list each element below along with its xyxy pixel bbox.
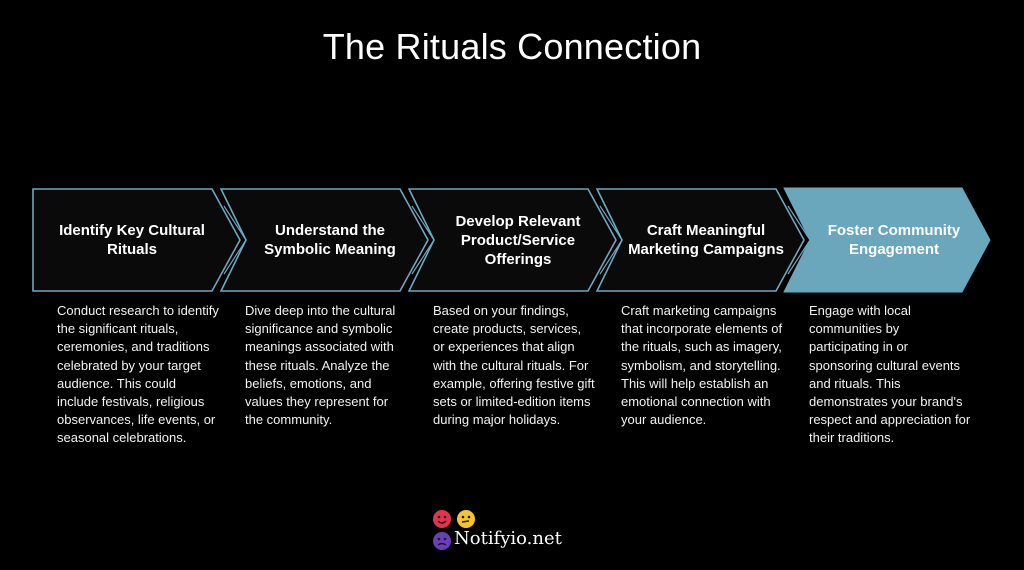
- step-2-description: Dive deep into the cultural significance…: [245, 303, 396, 428]
- step-2-label: Understand the Symbolic Meaning: [264, 222, 396, 258]
- step-5-chevron: Foster Community Engagement: [783, 187, 994, 293]
- emoji-faces-icon: [433, 510, 475, 550]
- step-4-label: Craft Meaningful Marketing Campaigns: [628, 222, 784, 258]
- step-5-label: Foster Community Engagement: [827, 222, 961, 258]
- step-5-description: Engage with local communities by partici…: [809, 303, 971, 446]
- step-1-chevron: Identify Key Cultural Rituals: [32, 188, 247, 292]
- chevron-shape: [595, 188, 811, 292]
- step-3-chevron: Develop Relevant Product/Service Offerin…: [407, 188, 623, 292]
- brand-name: Notifyio.net: [454, 528, 562, 549]
- brand-logo: Notifyio.net: [430, 508, 570, 552]
- step-1-label: Identify Key Cultural Rituals: [59, 222, 205, 258]
- step-4-description: Craft marketing campaigns that incorpora…: [621, 303, 783, 428]
- step-3-description: Based on your findings, create products,…: [433, 303, 595, 428]
- step-2-chevron: Understand the Symbolic Meaning: [219, 188, 435, 292]
- chevron-shape: [219, 188, 435, 292]
- step-4-chevron: Craft Meaningful Marketing Campaigns: [595, 188, 811, 292]
- chevron-shape-highlighted: [783, 187, 991, 293]
- step-1-description: Conduct research to identify the signifi…: [57, 303, 219, 446]
- page-title: The Rituals Connection: [322, 26, 702, 67]
- step-3-label: Develop Relevant Product/Service Offerin…: [455, 212, 581, 268]
